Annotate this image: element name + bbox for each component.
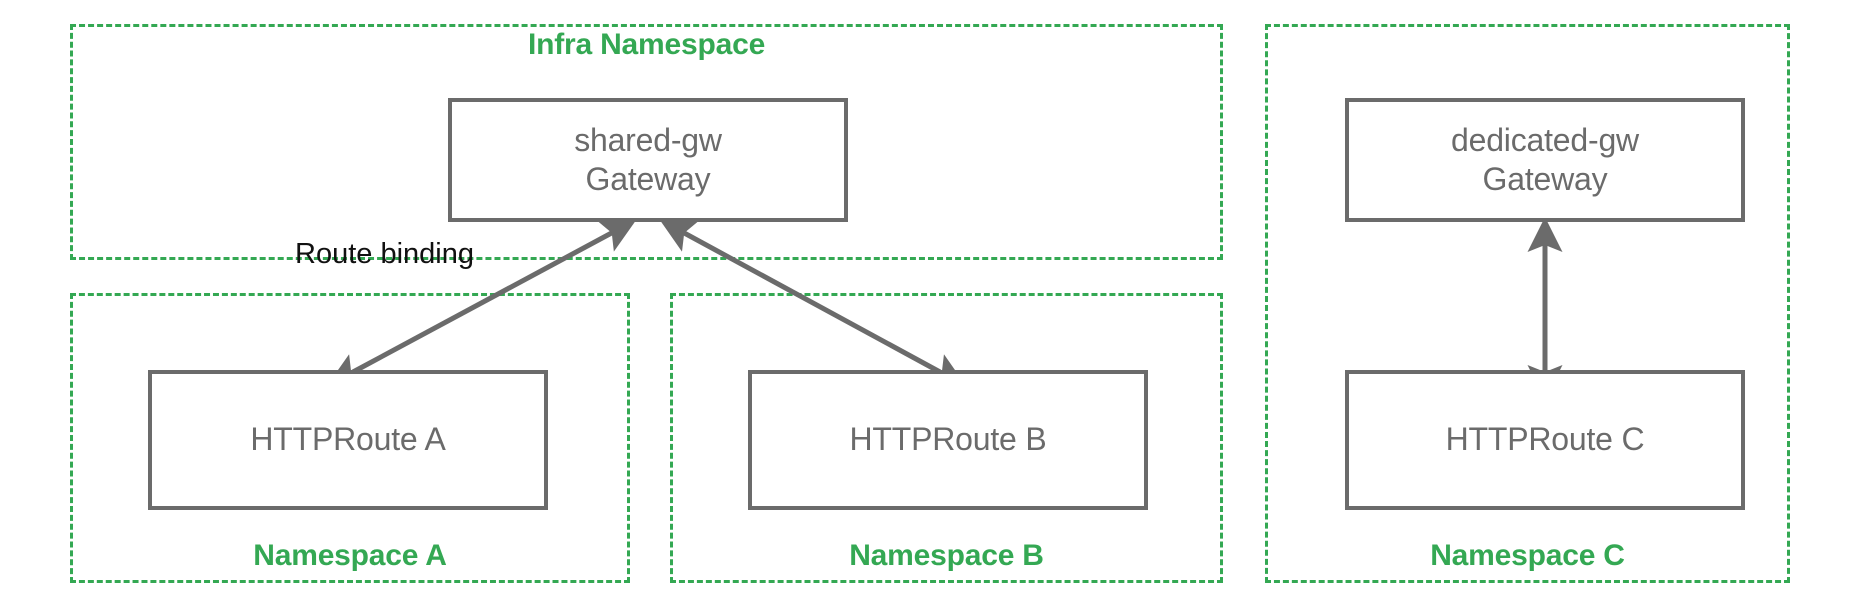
edge-label-route-binding: Route binding bbox=[295, 238, 474, 270]
node-httproute-a[interactable]: HTTPRoute A bbox=[148, 370, 548, 510]
namespace-group-c bbox=[1265, 24, 1790, 583]
node-dedicated-gw-gateway[interactable]: dedicated-gw Gateway bbox=[1345, 98, 1745, 222]
node-shared-gw-gateway[interactable]: shared-gw Gateway bbox=[448, 98, 848, 222]
node-httproute-b[interactable]: HTTPRoute B bbox=[748, 370, 1148, 510]
node-label-httproute-c: HTTPRoute C bbox=[1445, 421, 1645, 458]
namespace-label-infra: Infra Namespace bbox=[527, 28, 766, 61]
node-label-dedicated-gw: dedicated-gw Gateway bbox=[1451, 121, 1639, 197]
node-label-httproute-a: HTTPRoute A bbox=[250, 421, 446, 458]
namespace-group-infra bbox=[70, 24, 1223, 260]
namespace-label-a: Namespace A bbox=[253, 539, 447, 572]
node-label-httproute-b: HTTPRoute B bbox=[849, 421, 1047, 458]
node-httproute-c[interactable]: HTTPRoute C bbox=[1345, 370, 1745, 510]
namespace-label-b: Namespace B bbox=[849, 539, 1044, 572]
node-label-shared-gw: shared-gw Gateway bbox=[574, 121, 722, 197]
namespace-label-c: Namespace C bbox=[1430, 539, 1625, 572]
